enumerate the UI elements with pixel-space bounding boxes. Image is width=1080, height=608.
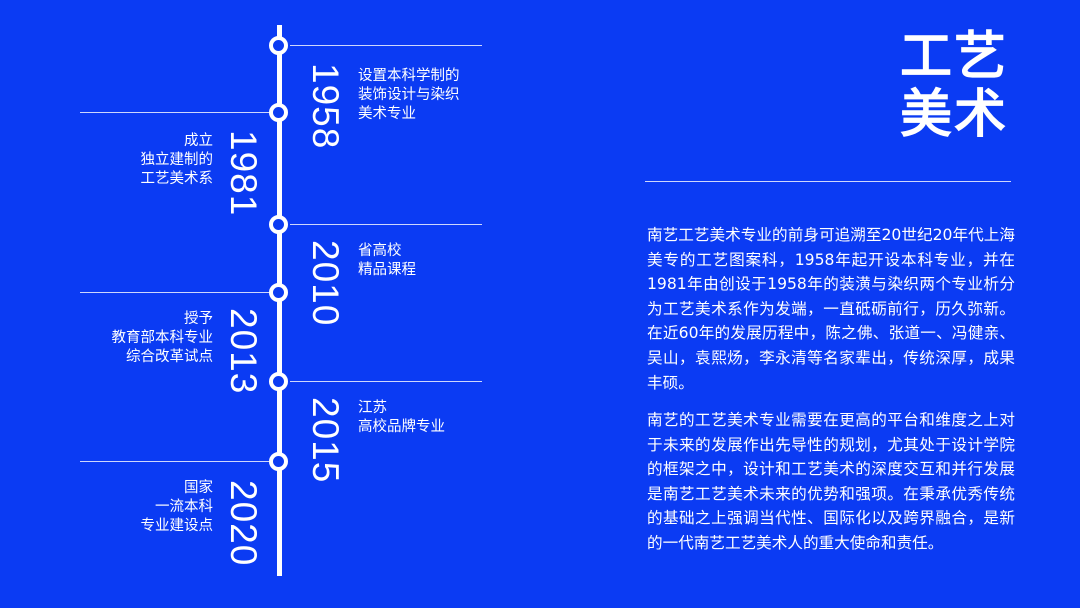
timeline-node-2020 bbox=[269, 452, 288, 471]
connector-line-1981 bbox=[80, 112, 270, 113]
connector-line-2010 bbox=[290, 224, 482, 225]
year-2015: 2015 bbox=[305, 397, 346, 484]
milestone-desc-1958: 设置本科学制的 装饰设计与染织 美术专业 bbox=[358, 68, 460, 122]
connector-line-1958 bbox=[290, 45, 482, 46]
year-2010: 2010 bbox=[305, 240, 346, 327]
title-divider bbox=[645, 181, 1011, 182]
timeline-node-2010 bbox=[269, 215, 288, 234]
year-2020: 2020 bbox=[223, 480, 264, 567]
timeline-node-2015 bbox=[269, 372, 288, 391]
year-2013: 2013 bbox=[223, 308, 264, 395]
milestone-desc-2020: 国家 一流本科 专业建设点 bbox=[140, 480, 214, 534]
timeline-node-2013 bbox=[269, 283, 288, 302]
connector-line-2013 bbox=[80, 292, 270, 293]
year-1958: 1958 bbox=[305, 63, 346, 150]
intro-paragraph-2: 南艺的工艺美术专业需要在更高的平台和维度之上对于未来的发展作出先导性的规划，尤其… bbox=[647, 411, 1015, 552]
timeline-node-1958 bbox=[269, 36, 288, 55]
milestone-desc-1981: 成立 独立建制的 工艺美术系 bbox=[140, 133, 214, 187]
connector-line-2020 bbox=[80, 461, 270, 462]
milestone-desc-2013: 授予 教育部本科专业 综合改革试点 bbox=[111, 311, 214, 365]
intro-paragraph-1: 南艺工艺美术专业的前身可追溯至20世纪20年代上海美专的工艺图案科，1958年起… bbox=[647, 226, 1015, 392]
milestone-desc-2010: 省高校 精品课程 bbox=[358, 243, 416, 278]
page-title: 工艺 美术 bbox=[899, 27, 1008, 145]
year-1981: 1981 bbox=[223, 130, 264, 217]
connector-line-2015 bbox=[290, 381, 482, 382]
milestone-desc-2015: 江苏 高校品牌专业 bbox=[358, 400, 445, 435]
timeline-node-1981 bbox=[269, 103, 288, 122]
